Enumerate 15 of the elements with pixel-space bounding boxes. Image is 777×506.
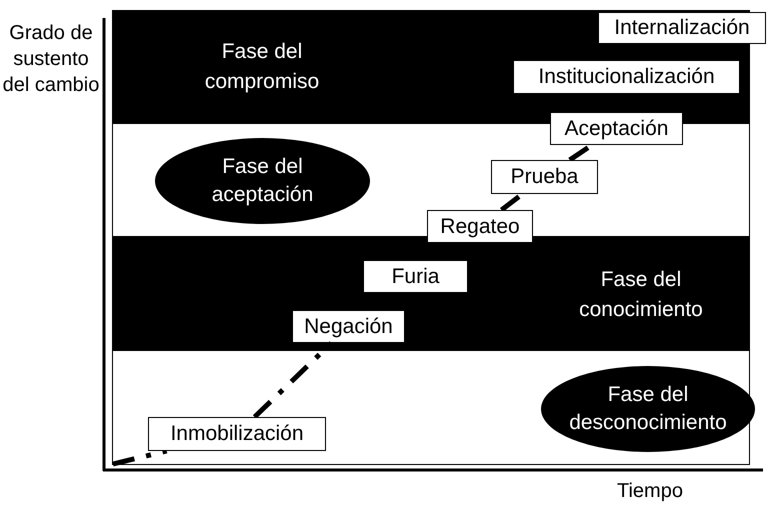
stage-box: Institucionalización	[513, 60, 740, 94]
phase-band	[112, 236, 750, 351]
phase-label: Fase del conocimiento	[578, 267, 704, 323]
stage-box: Prueba	[491, 160, 598, 194]
stage-box: Internalización	[598, 12, 766, 44]
stage-box: Inmobilización	[148, 417, 326, 451]
stage-box: Aceptación	[550, 112, 683, 145]
dash-dot-line	[252, 341, 334, 419]
dash-dot-line	[112, 448, 168, 466]
x-axis-title: Tiempo	[616, 479, 684, 504]
y-axis-title: Grado de sustento del cambio	[2, 21, 100, 98]
phase-label: Fase del compromiso	[204, 39, 320, 95]
stage-box: Regateo	[427, 210, 533, 243]
stage-box: Furia	[363, 260, 468, 293]
stage-box: Negación	[292, 310, 405, 343]
